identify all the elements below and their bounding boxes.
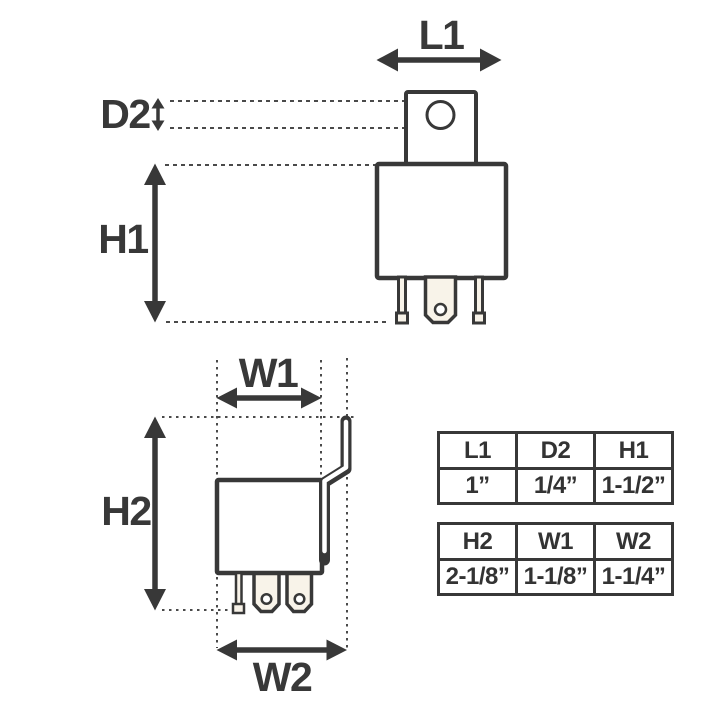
relay-body-side (214, 477, 325, 576)
table-2-header-w1: W1 (515, 522, 596, 561)
side-pin-hole-1 (260, 592, 273, 606)
side-pin-blade-1 (252, 571, 281, 614)
table-2-header-w2: W2 (593, 522, 674, 561)
w1-arrow (216, 387, 322, 409)
h2-arrow (144, 416, 166, 611)
table-2-value-row: 2-1/8” 1-1/8” 1-1/4” (437, 558, 674, 596)
side-pin-hole-2 (293, 592, 306, 606)
table-2-header-row: H2 W1 W2 (437, 522, 674, 561)
d2-arrow (151, 98, 165, 131)
relay-body-front (374, 161, 509, 281)
front-pins (395, 275, 486, 325)
table-1-value-d2: 1/4” (515, 467, 596, 505)
table-2-value-w1: 1-1/8” (515, 558, 596, 596)
table-2-value-h2: 2-1/8” (437, 558, 518, 596)
table-1-value-row: 1” 1/4” 1-1/2” (437, 467, 674, 505)
side-pin-thin-foot (231, 602, 246, 615)
pin-left (397, 275, 407, 317)
label-w2: W2 (253, 654, 312, 700)
table-2-value-w2: 1-1/4” (593, 558, 674, 596)
pin-right (474, 275, 484, 317)
side-pins (231, 571, 314, 615)
table-1-header-l1: L1 (437, 431, 518, 470)
label-w1: W1 (239, 350, 298, 396)
side-view: W1 H2 W2 (101, 350, 355, 700)
label-l1: L1 (419, 12, 465, 58)
table-2-header-h2: H2 (437, 522, 518, 561)
label-h1: H1 (98, 216, 148, 262)
pin-center-blade (423, 275, 458, 325)
table-1-header-row: L1 D2 H1 (437, 431, 674, 470)
dimension-table-1: L1 D2 H1 1” 1/4” 1-1/2” (437, 431, 674, 505)
table-1-header-d2: D2 (515, 431, 596, 470)
label-h2: H2 (101, 488, 151, 534)
table-1-header-h1: H1 (593, 431, 674, 470)
side-pin-thin (234, 571, 243, 608)
mounting-hole (425, 100, 456, 130)
side-pin-blade-2 (285, 571, 314, 614)
pin-right-foot (472, 311, 486, 325)
l1-arrow (376, 48, 502, 72)
table-1-value-l1: 1” (437, 467, 518, 505)
w2-arrow (216, 639, 347, 661)
pin-left-foot (395, 311, 409, 325)
pin-center-hole (433, 302, 448, 317)
front-view: L1 D2 H1 (98, 12, 509, 325)
mounting-bracket (319, 415, 352, 566)
h1-arrow (144, 163, 166, 323)
table-1-value-h1: 1-1/2” (593, 467, 674, 505)
label-d2: D2 (100, 91, 150, 137)
dimension-table-2: H2 W1 W2 2-1/8” 1-1/8” 1-1/4” (437, 522, 674, 596)
